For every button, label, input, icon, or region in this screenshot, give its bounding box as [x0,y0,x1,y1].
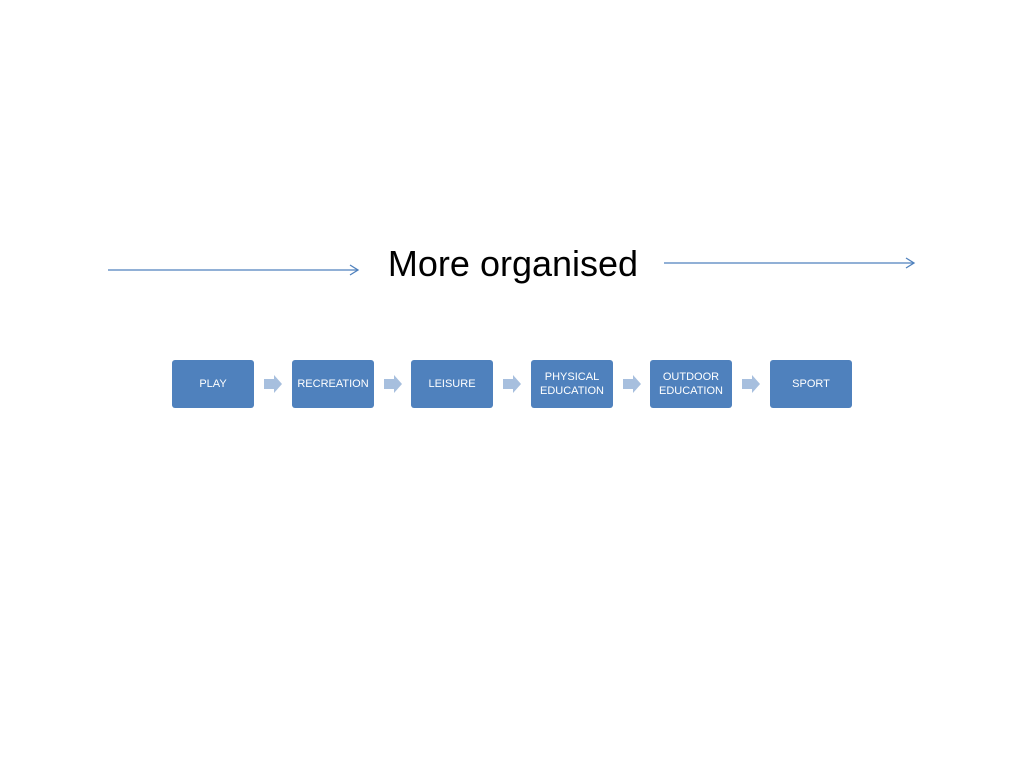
left-direction-arrow [108,264,360,276]
step-recreation: RECREATION [292,360,374,408]
chevron-right-arrow-icon [623,375,641,393]
step-play: PLAY [172,360,254,408]
step-label: SPORT [792,378,830,390]
chevron-right-arrow-icon [742,375,760,393]
step-leisure: LEISURE [411,360,493,408]
chevron-right-arrow-icon [384,375,402,393]
step-sport: SPORT [770,360,852,408]
diagram-title: More organised [387,243,639,284]
step-label: PHYSICAL EDUCATION [540,371,604,397]
step-label: PLAY [199,378,227,390]
step-label: OUTDOOR EDUCATION [659,371,723,397]
process-flow: PLAY RECREATION LEISURE PHYSICAL EDUCATI… [172,360,852,408]
step-label: RECREATION [297,378,369,390]
step-physical-education: PHYSICAL EDUCATION [531,360,613,408]
step-label: LEISURE [428,378,476,390]
step-outdoor-education: OUTDOOR EDUCATION [650,360,732,408]
right-direction-arrow [664,257,916,269]
chevron-right-arrow-icon [503,375,521,393]
chevron-right-arrow-icon [264,375,282,393]
